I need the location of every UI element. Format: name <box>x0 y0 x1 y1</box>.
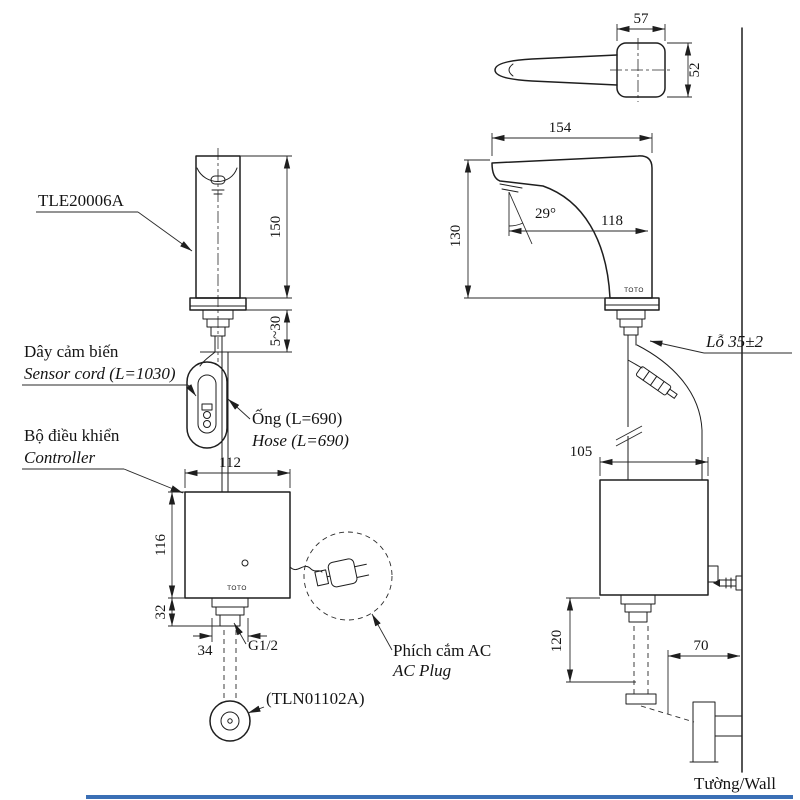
angle-arc <box>508 222 524 227</box>
dim-120: 120 <box>549 597 636 683</box>
sensor-cord-loop-inner <box>197 374 217 434</box>
controller-callout: Bộ điều khiển Controller <box>22 426 184 494</box>
dim-angle-text: 29° <box>535 206 556 222</box>
dim-57: 57 <box>616 11 666 41</box>
dim-70: 70 <box>667 638 740 714</box>
dim-112-text: 112 <box>219 455 241 471</box>
model-callout: TLE20006A <box>36 191 193 252</box>
ac-plug-detail-circle <box>303 531 393 621</box>
controller-box-front <box>184 491 291 599</box>
side-dimensions: 154 130 118 105 120 70 Lỗ 35±2 <box>448 120 792 793</box>
dim-130: 130 <box>448 159 608 299</box>
left-callouts: TLE20006A Dây cảm biến Sensor cord (L=10… <box>22 191 349 494</box>
drain-dashed-side <box>633 626 649 694</box>
drain-horizontal-pipe <box>714 715 743 737</box>
dim-150-text: 150 <box>268 216 284 239</box>
hose-callout: Ống (L=690) Hose (L=690) <box>227 398 349 450</box>
dim-32-text: 32 <box>153 605 169 620</box>
sensor-cord-callout: Dây cảm biến Sensor cord (L=1030) <box>22 342 197 397</box>
thread-pipe-front <box>219 614 241 627</box>
spout-chin-curve <box>196 167 238 182</box>
controller-box-side <box>599 479 709 596</box>
hose-label-en: Hose (L=690) <box>251 431 349 450</box>
drain-model-label: (TLN01102A) <box>266 689 365 708</box>
spray-angled <box>508 191 533 245</box>
cord-to-loop <box>199 351 216 367</box>
hose-front <box>221 351 229 493</box>
ac-plug-detail: Phích cắm AC AC Plug <box>289 531 491 680</box>
dim-5-30-text: 5~30 <box>268 316 284 347</box>
fitting-nut-side <box>620 594 656 605</box>
dim-34: 34 <box>193 618 267 659</box>
sensor-cord-label-vi: Dây cảm biến <box>24 342 119 361</box>
drain-circle-inner <box>220 711 240 731</box>
controller-label-en: Controller <box>24 448 96 467</box>
dim-120-text: 120 <box>549 630 565 653</box>
dim-5-30: 5~30 <box>246 309 292 353</box>
drain-callout: (TLN01102A) <box>247 689 365 714</box>
ac-plug-glyph <box>314 558 370 588</box>
wall-screw <box>713 575 743 591</box>
aerator-lines <box>211 189 225 195</box>
brand-mark-controller: TOTO <box>227 585 247 592</box>
base-flange-side <box>604 297 660 311</box>
dim-150: 150 <box>240 155 292 299</box>
dim-57-text: 57 <box>634 11 650 27</box>
sensor-window <box>210 175 226 185</box>
side-view: 29° TOTO <box>491 27 743 773</box>
dim-130-text: 130 <box>448 225 464 248</box>
spout-top-view: 57 52 <box>494 11 703 102</box>
dim-118-text: 118 <box>601 213 623 229</box>
ac-plug-label-vi: Phích cắm AC <box>393 641 491 660</box>
locknut-side <box>616 309 646 320</box>
dim-52-text: 52 <box>687 63 703 78</box>
dim-105-text: 105 <box>570 444 593 460</box>
spout-arm-top <box>494 54 618 86</box>
spout-tip-arc <box>508 63 514 77</box>
hole-callout: Lỗ 35±2 <box>649 332 792 354</box>
dim-116: 116 <box>153 491 185 599</box>
hole-label: Lỗ 35±2 <box>705 332 764 351</box>
faucet-body-side <box>491 155 653 299</box>
cord-connector <box>201 403 213 411</box>
model-label: TLE20006A <box>38 191 125 210</box>
hose-label-vi: Ống (L=690) <box>252 409 342 428</box>
thread-label: G1/2 <box>248 638 278 654</box>
controller-led <box>241 559 249 567</box>
sensor-cord-loop-outer <box>186 361 228 449</box>
dim-52: 52 <box>667 42 703 98</box>
front-dimensions: 150 5~30 112 116 32 34 <box>153 155 365 714</box>
brand-mark-faucet: TOTO <box>624 287 644 294</box>
dim-34-text: 34 <box>198 643 214 659</box>
dim-32: 32 <box>153 598 220 627</box>
dim-105: 105 <box>570 444 709 476</box>
dim-116-text: 116 <box>153 534 169 556</box>
wall-label: Tường/Wall <box>694 774 776 793</box>
drain-nut <box>625 693 657 705</box>
front-view: TOTO <box>184 148 291 742</box>
sensor-cord-label-en: Sensor cord (L=1030) <box>24 364 176 383</box>
dim-154-text: 154 <box>549 120 572 136</box>
break-symbol <box>615 425 643 447</box>
dim-118: 118 <box>509 213 648 235</box>
bottom-accent-bar <box>86 795 793 799</box>
mounting-tab <box>707 565 719 583</box>
cord-connector-side <box>635 366 678 399</box>
drain-vertical-pipe <box>692 701 716 763</box>
aerator-side <box>499 183 523 193</box>
drain-circle-outer <box>209 700 251 742</box>
drain-dashed-front <box>223 630 237 700</box>
dim-112: 112 <box>184 455 291 488</box>
thread-callout: G1/2 <box>233 622 278 654</box>
fitting-nut-front <box>211 597 249 608</box>
controller-label-vi: Bộ điều khiển <box>24 426 120 445</box>
ac-plug-label-en: AC Plug <box>392 661 451 680</box>
dim-154: 154 <box>491 120 653 156</box>
hose-side <box>636 344 703 481</box>
dim-70-text: 70 <box>694 638 709 654</box>
